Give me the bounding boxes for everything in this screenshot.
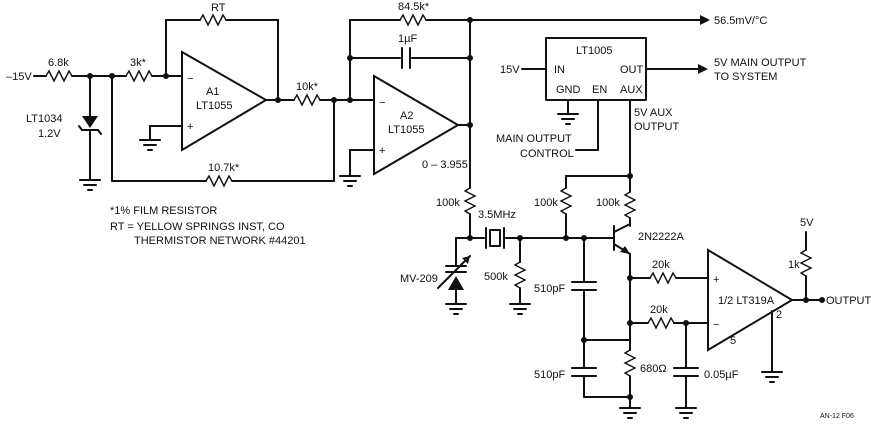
- a1-label: A1: [206, 86, 219, 98]
- resistor-1k-label: 1k: [788, 259, 800, 271]
- resistor-20k-a: [649, 271, 677, 285]
- temp-output-label: 56.5mV/°C: [714, 15, 767, 27]
- transistor-2n2222a: [613, 223, 631, 255]
- thermistor-rt: [199, 13, 227, 27]
- ground-symbol: [509, 303, 531, 315]
- comparator-section: 20k 20k 0.05µF + − 1/2 LT319A 2 5: [629, 217, 871, 419]
- resistor-10k-label: 10k*: [296, 81, 319, 93]
- svg-text:+: +: [713, 274, 719, 286]
- supply-5v-label: 5V: [800, 217, 814, 229]
- pin-en-label: EN: [592, 84, 607, 96]
- a2-section: 84.5k* 56.5mV/°C 1µF − + A2 LT1055 0 – 3…: [339, 1, 767, 241]
- capacitor-510pf-b-label: 510pF: [534, 369, 565, 381]
- resistor-10k: [293, 93, 321, 107]
- resistor-100k-a-label: 100k: [436, 197, 460, 209]
- oscillator-section: MV-209 3.5MHz 500k 100k 100k: [400, 175, 685, 419]
- ground-symbol: [79, 179, 101, 191]
- resistor-6k8: [45, 69, 73, 83]
- svg-text:+: +: [187, 121, 193, 133]
- pin-in-label: IN: [554, 64, 565, 76]
- pin-5-label: 5: [730, 335, 736, 347]
- lt1034-label: LT1034: [26, 113, 63, 125]
- svg-text:−: −: [379, 97, 385, 109]
- resistor-20k-b: [647, 316, 675, 330]
- resistor-680: [623, 349, 637, 377]
- op-amp-a1: [181, 50, 268, 152]
- resistor-100k-c: [623, 191, 637, 219]
- resistor-10k7: [205, 174, 233, 188]
- svg-text:+: +: [379, 145, 385, 157]
- comparator-label: 1/2 LT319A: [718, 295, 775, 307]
- reference-diode: [82, 116, 98, 128]
- aux-output-sub-label: OUTPUT: [634, 121, 680, 133]
- lt1005-label: LT1005: [576, 45, 613, 57]
- resistor-20k-b-label: 20k: [650, 304, 668, 316]
- ground-symbol: [675, 407, 697, 419]
- resistor-1k: [799, 249, 813, 277]
- resistor-500k-label: 500k: [484, 271, 508, 283]
- note-film-resistor: *1% FILM RESISTOR: [110, 205, 217, 217]
- comparator-lt319a: [707, 248, 794, 352]
- crystal-label: 3.5MHz: [478, 209, 516, 221]
- capacitor-005uf-label: 0.05µF: [704, 369, 739, 381]
- ground-symbol: [139, 139, 161, 151]
- transistor-label: 2N2222A: [638, 231, 685, 243]
- neg15v-label: –15V: [6, 71, 32, 83]
- ground-symbol: [761, 371, 783, 383]
- resistor-3k: [125, 69, 153, 83]
- op-amp-a2: [373, 74, 460, 176]
- note-thermistor-network: THERMISTOR NETWORK #44201: [134, 235, 306, 247]
- rt-label: RT: [211, 2, 226, 14]
- varactor-diode: [448, 276, 464, 290]
- ground-symbol: [619, 407, 641, 419]
- regulator-section: LT1005 IN OUT GND EN AUX 15V 5V MAIN OUT…: [496, 37, 807, 193]
- resistor-84k5: [399, 13, 427, 27]
- varactor-label: MV-209: [400, 273, 438, 285]
- reference-section: –15V 6.8k LT1034 1.2V 3k* RT: [6, 2, 375, 247]
- ground-symbol: [339, 175, 361, 187]
- aux-output-label: 5V AUX: [634, 107, 673, 119]
- pin-2-label: 2: [776, 309, 782, 321]
- resistor-100k-b: [559, 187, 573, 215]
- resistor-6k8-label: 6.8k: [48, 57, 69, 69]
- pin-aux-label: AUX: [620, 84, 643, 96]
- note-rt-supplier: RT = YELLOW SPRINGS INST, CO: [110, 221, 285, 233]
- resistor-680-label: 680Ω: [640, 363, 667, 375]
- output-label: OUTPUT: [826, 295, 871, 307]
- ground-symbol: [557, 113, 579, 125]
- a1-part-label: LT1055: [196, 100, 233, 112]
- resistor-84k5-label: 84.5k*: [398, 1, 430, 13]
- resistor-100k-a: [463, 187, 477, 215]
- figure-id-label: AN-12 F06: [820, 413, 854, 420]
- ground-symbol: [445, 303, 467, 315]
- resistor-100k-c-label: 100k: [596, 197, 620, 209]
- main-output-sub-label: TO SYSTEM: [714, 71, 777, 83]
- pin-out-label: OUT: [620, 64, 644, 76]
- pin-gnd-label: GND: [556, 84, 581, 96]
- resistor-100k-b-label: 100k: [534, 197, 558, 209]
- svg-text:−: −: [187, 73, 193, 85]
- resistor-500k: [513, 261, 527, 289]
- resistor-20k-a-label: 20k: [652, 259, 670, 271]
- reference-voltage-label: 1.2V: [38, 128, 61, 140]
- main-output-label: 5V MAIN OUTPUT: [714, 57, 807, 69]
- supply-15v-label: 15V: [500, 64, 520, 76]
- main-output-control-sub-label: CONTROL: [520, 148, 574, 160]
- resistor-10k7-label: 10.7k*: [208, 162, 240, 174]
- capacitor-510pf-a-label: 510pF: [534, 283, 565, 295]
- a2-label: A2: [400, 110, 413, 122]
- main-output-control-label: MAIN OUTPUT: [496, 133, 572, 145]
- svg-text:−: −: [713, 319, 719, 331]
- crystal-3-5mhz: [489, 229, 501, 247]
- resistor-3k-label: 3k*: [130, 57, 147, 69]
- capacitor-1uf-label: 1µF: [398, 33, 417, 45]
- a2-part-label: LT1055: [388, 124, 425, 136]
- range-label: 0 – 3.955: [422, 159, 468, 171]
